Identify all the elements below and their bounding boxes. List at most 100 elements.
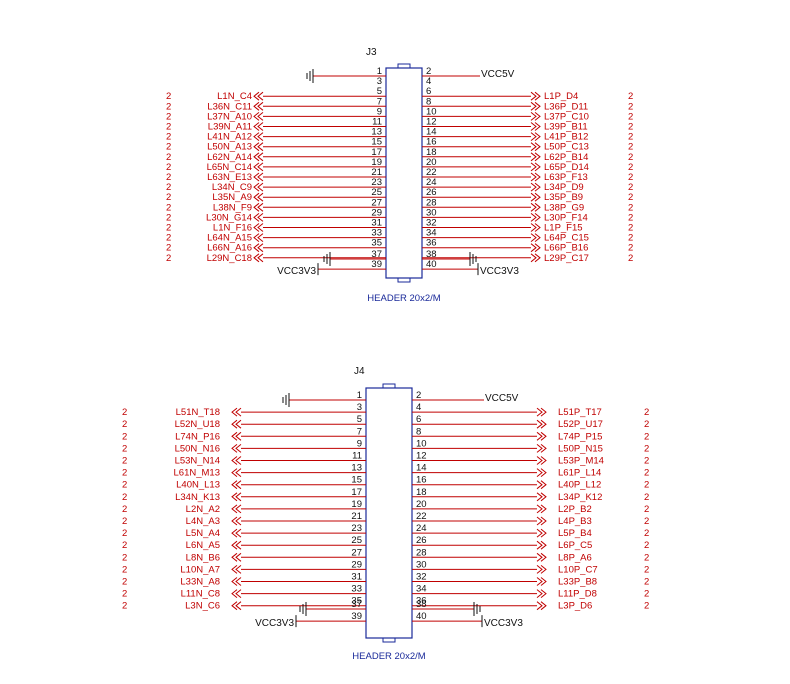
right-net-label: L61P_L14 — [558, 468, 601, 479]
right-net-label: L36P_D11 — [544, 101, 588, 112]
pin-number-left: 33 — [371, 228, 382, 239]
pin-number-right: 36 — [416, 596, 427, 607]
left-net-label: L10N_A7 — [180, 564, 220, 575]
left-net-label: L5N_A4 — [186, 528, 220, 539]
left-sheet-ref: 2 — [166, 182, 171, 193]
pin-number-left: 23 — [371, 177, 382, 188]
left-net-label: L65N_C14 — [207, 162, 252, 173]
left-net-flag — [253, 213, 264, 222]
pin-number-left: 17 — [371, 147, 382, 158]
left-sheet-ref: 2 — [166, 122, 171, 133]
left-sheet-ref: 2 — [166, 162, 171, 173]
left-sheet-ref: 2 — [166, 202, 171, 213]
left-net-flag — [253, 112, 264, 121]
pin-number-left: 23 — [351, 523, 362, 534]
right-net-flag — [530, 91, 541, 101]
left-net-label: L64N_A15 — [207, 233, 252, 244]
left-net-label: L62N_A14 — [207, 152, 252, 163]
right-sheet-ref: 2 — [628, 111, 633, 122]
right-net-label: L8P_A6 — [558, 552, 592, 563]
pin-number-right: 34 — [426, 228, 437, 239]
left-sheet-ref: 2 — [166, 91, 171, 102]
right-net-flag — [536, 480, 547, 490]
left-net-flag — [231, 528, 242, 538]
right-net-label: L50P_N15 — [558, 443, 603, 454]
pin-number-left: 11 — [372, 117, 382, 128]
right-net-flag — [536, 540, 547, 550]
pin-number-39: 39 — [351, 611, 362, 622]
left-net-label: L8N_B6 — [186, 552, 220, 563]
left-sheet-ref: 2 — [122, 492, 127, 503]
right-net-flag — [530, 233, 541, 242]
left-net-flag — [253, 223, 264, 232]
left-net-label: L30N_G14 — [206, 212, 252, 223]
right-sheet-ref: 2 — [628, 223, 633, 234]
right-net-label: L40P_L12 — [558, 480, 601, 491]
pin-number-right: 14 — [416, 463, 427, 474]
left-sheet-ref: 2 — [122, 504, 127, 515]
pin-number-left: 15 — [371, 137, 382, 148]
left-net-label: L1N_C4 — [217, 91, 252, 102]
right-net-label: L34P_K12 — [558, 492, 602, 503]
right-net-flag — [536, 516, 547, 526]
left-sheet-ref: 2 — [122, 601, 127, 612]
left-net-label: L53N_N14 — [175, 456, 220, 467]
right-net-label: L5P_B4 — [558, 528, 592, 539]
right-sheet-ref: 2 — [644, 492, 649, 503]
right-net-flag — [536, 407, 547, 417]
pin-number-left: 5 — [377, 86, 382, 97]
left-net-label: L4N_A3 — [186, 516, 220, 527]
pin-number-right: 32 — [426, 218, 437, 229]
pin-number-left: 17 — [351, 487, 362, 498]
left-sheet-ref: 2 — [166, 223, 171, 234]
left-net-flag — [253, 101, 264, 111]
pin-number-right: 30 — [426, 207, 437, 218]
left-net-flag — [231, 419, 242, 429]
right-net-label: L37P_C10 — [544, 111, 589, 122]
pin-number-right: 8 — [416, 426, 421, 437]
connector-body — [385, 67, 423, 279]
left-sheet-ref: 2 — [122, 589, 127, 600]
left-sheet-ref: 2 — [122, 419, 127, 430]
pin-number-right: 12 — [426, 117, 437, 128]
right-sheet-ref: 2 — [628, 162, 633, 173]
pin-number-right: 16 — [426, 137, 437, 148]
left-net-flag — [253, 152, 264, 162]
right-net-label: L41P_B12 — [544, 132, 588, 143]
vcc3v3-right-label: VCC3V3 — [484, 618, 523, 629]
pin-number-left: 35 — [351, 596, 362, 607]
right-net-label: L51P_T17 — [558, 407, 602, 418]
left-net-flag — [231, 431, 242, 441]
pin-number-left: 15 — [351, 475, 362, 486]
right-net-label: L34P_D9 — [544, 182, 584, 193]
connector-ref: J3 — [366, 47, 377, 58]
vcc3v3-left-label: VCC3V3 — [255, 618, 294, 629]
pin-number-right: 4 — [416, 402, 421, 413]
left-sheet-ref: 2 — [122, 528, 127, 539]
vcc5v-label: VCC5V — [485, 393, 519, 404]
left-net-flag — [253, 142, 264, 152]
pin-number-right: 36 — [426, 238, 437, 249]
right-net-flag — [536, 577, 547, 586]
left-net-label: L40N_L13 — [176, 480, 220, 491]
right-net-flag — [530, 192, 541, 202]
pin-number-right: 34 — [416, 584, 427, 595]
left-net-label: L29N_C18 — [207, 253, 252, 264]
pin-number-left: 19 — [351, 499, 362, 510]
right-sheet-ref: 2 — [628, 122, 633, 133]
pin-number-left: 13 — [371, 127, 382, 138]
left-sheet-ref: 2 — [122, 577, 127, 588]
left-net-flag — [231, 456, 242, 465]
